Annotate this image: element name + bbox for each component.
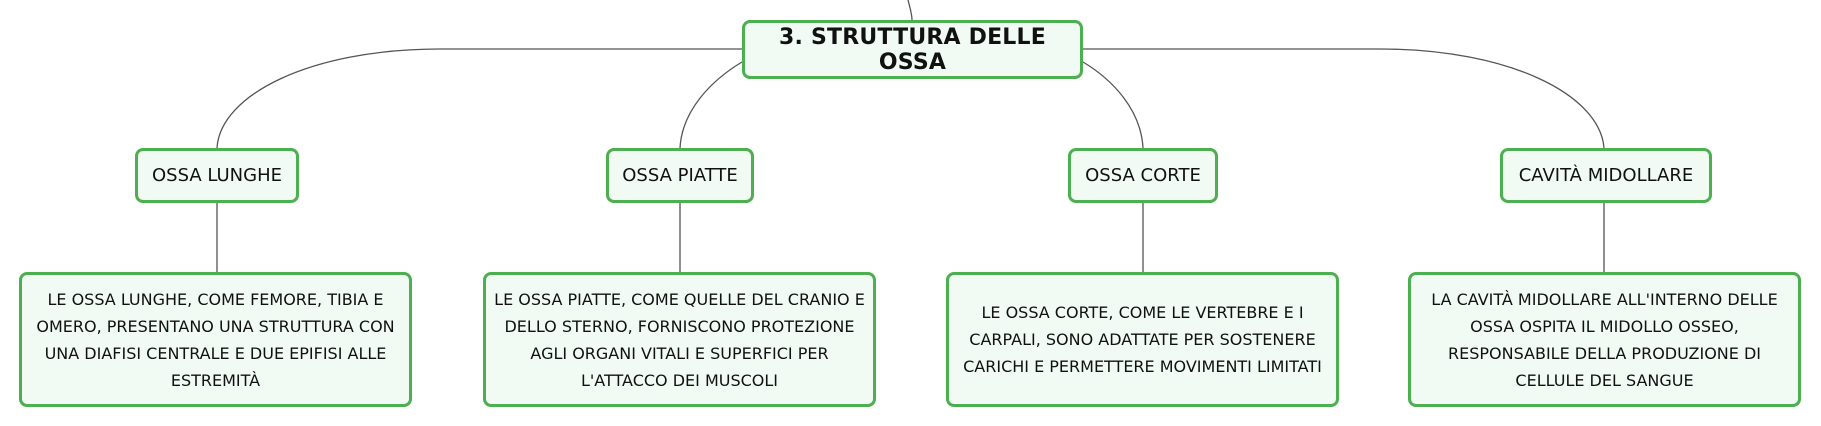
node-ossa-lunghe[interactable]: OSSA LUNGHE (135, 148, 299, 203)
detail-text: LE OSSA PIATTE, COME QUELLE DEL CRANIO E… (494, 289, 865, 390)
node-label: OSSA PIATTE (622, 165, 738, 186)
detail-ossa-lunghe[interactable]: LE OSSA LUNGHE, COME FEMORE, TIBIA E OME… (19, 272, 412, 407)
root-label: 3. STRUTTURA DELLE OSSA (779, 24, 1046, 75)
detail-text: LA CAVITÀ MIDOLLARE ALL'INTERNO DELLE OS… (1431, 289, 1778, 390)
detail-ossa-piatte[interactable]: LE OSSA PIATTE, COME QUELLE DEL CRANIO E… (483, 272, 876, 407)
detail-text: LE OSSA CORTE, COME LE VERTEBRE E I CARP… (963, 303, 1322, 376)
connector-from-parent (907, 0, 913, 21)
connector-root-ossa-piatte (679, 61, 743, 149)
connector-root-cavita-midollare (1083, 48, 1605, 149)
node-ossa-corte[interactable]: OSSA CORTE (1068, 148, 1218, 203)
node-ossa-piatte[interactable]: OSSA PIATTE (606, 148, 754, 203)
connector-root-ossa-lunghe (216, 48, 742, 149)
detail-text: LE OSSA LUNGHE, COME FEMORE, TIBIA E OME… (36, 289, 395, 390)
node-label: OSSA LUNGHE (151, 165, 283, 186)
root-node[interactable]: 3. STRUTTURA DELLE OSSA (742, 20, 1083, 79)
connector-root-ossa-corte (1082, 61, 1144, 149)
detail-ossa-corte[interactable]: LE OSSA CORTE, COME LE VERTEBRE E I CARP… (946, 272, 1339, 407)
node-cavita-midollare[interactable]: CAVITÀ MIDOLLARE (1500, 148, 1712, 203)
detail-cavita-midollare[interactable]: LA CAVITÀ MIDOLLARE ALL'INTERNO DELLE OS… (1408, 272, 1801, 407)
node-label: CAVITÀ MIDOLLARE (1518, 165, 1694, 186)
node-label: OSSA CORTE (1085, 165, 1201, 186)
